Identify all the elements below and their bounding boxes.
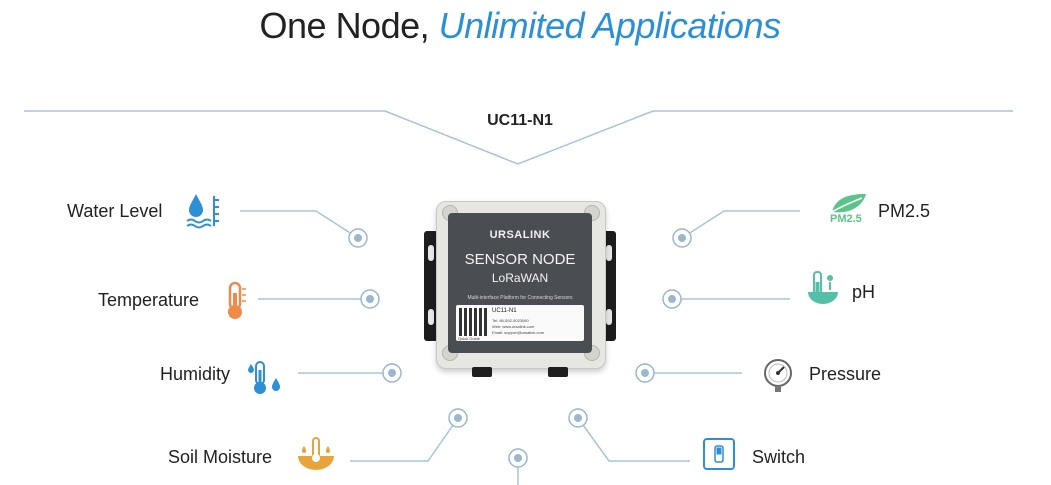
label-temperature: Temperature <box>98 290 200 310</box>
switch-icon <box>703 438 735 470</box>
headline: One Node, Unlimited Applications <box>0 4 1040 48</box>
device-title: SENSOR NODE <box>464 251 576 268</box>
label-pressure: Pressure <box>809 364 882 384</box>
cable-gland-right <box>548 367 568 377</box>
mount-ear-left <box>424 231 438 341</box>
pm25-badge: PM2.5 <box>830 213 862 225</box>
cable-gland-left <box>472 367 492 377</box>
soil-moisture-icon <box>298 437 334 470</box>
device-faceplate: URSALINK SENSOR NODE LoRaWAN Multi-inter… <box>448 213 592 353</box>
top-bracket-line <box>24 110 1013 165</box>
water-level-icon <box>186 194 219 229</box>
device-subtitle: LoRaWAN <box>491 271 549 285</box>
label-soil-moisture: Soil Moisture <box>168 447 273 467</box>
label-ph: pH <box>852 282 876 302</box>
water-level-line <box>240 210 359 239</box>
sticker-web: Web: www.ursalink.com <box>492 324 535 329</box>
label-humidity: Humidity <box>160 364 231 384</box>
label-water-level: Water Level <box>67 201 163 221</box>
device-sticker: Quick Guide UC11-N1 Tel: 86-592-5023060 … <box>456 305 584 341</box>
soil-moisture-line <box>350 417 459 462</box>
headline-main: One Node, <box>259 5 439 46</box>
qr-code <box>459 308 487 336</box>
pressure-gauge-icon <box>764 359 792 392</box>
sensor-node-device: URSALINK SENSOR NODE LoRaWAN Multi-inter… <box>420 195 620 377</box>
switch-line <box>577 417 690 462</box>
sticker-model: UC11-N1 <box>492 308 517 314</box>
label-switch: Switch <box>752 447 806 467</box>
qr-caption: Quick Guide <box>458 336 481 341</box>
ph-icon <box>808 271 838 304</box>
leaf-pm25-icon: PM2.5 <box>826 192 870 228</box>
headline-accent: Unlimited Applications <box>438 5 781 46</box>
pm25-line <box>681 210 800 239</box>
sticker-tel: Tel: 86-592-5023060 <box>492 318 529 323</box>
label-pm25: PM2.5 <box>878 201 931 221</box>
thermometer-icon <box>228 281 246 319</box>
humidity-icon <box>248 361 280 394</box>
device-tagline: Multi-interface Platform for Connecting … <box>467 295 573 301</box>
sticker-email: Email: support@ursalink.com <box>492 330 545 335</box>
model-name: UC11-N1 <box>487 112 553 129</box>
device-brand: URSALINK <box>489 229 551 241</box>
